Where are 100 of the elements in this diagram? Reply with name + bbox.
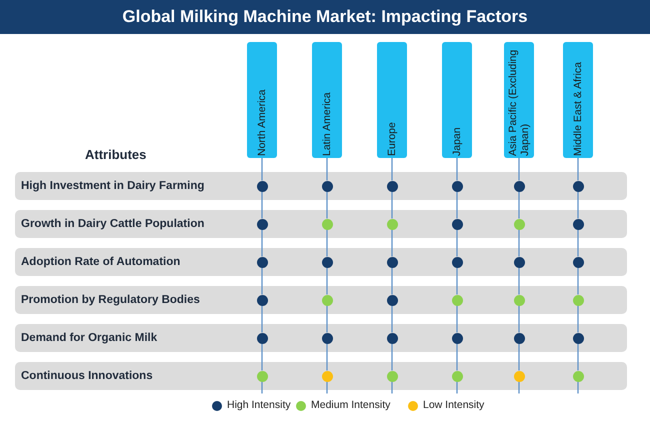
intensity-dot	[322, 180, 332, 192]
connector-line	[456, 268, 458, 294]
column-header: Europe	[377, 42, 407, 158]
intensity-dot	[322, 294, 332, 306]
intensity-dot	[452, 218, 462, 230]
intensity-dot	[452, 332, 462, 344]
connector-line	[391, 230, 393, 256]
row-label: Continuous Innovations	[21, 369, 153, 384]
connector-line	[326, 306, 328, 332]
connector-line	[326, 158, 328, 180]
column-heading: Attributes	[85, 147, 146, 162]
intensity-dot	[386, 180, 398, 192]
row-band	[15, 286, 627, 314]
connector-line	[391, 268, 393, 294]
column-header: North America	[247, 42, 277, 158]
connector-line	[456, 192, 458, 218]
connector-line	[326, 192, 328, 218]
intensity-dot	[514, 294, 524, 306]
intensity-dot	[572, 180, 584, 192]
intensity-dot	[514, 332, 524, 344]
legend-label: High Intensity	[227, 399, 291, 411]
intensity-dot	[386, 256, 398, 268]
intensity-dot	[256, 294, 268, 306]
intensity-dot	[514, 370, 524, 382]
intensity-dot	[572, 294, 584, 306]
row-band	[15, 324, 627, 352]
row-label: Growth in Dairy Cattle Population	[21, 217, 204, 232]
row-label: High Investment in Dairy Farming	[21, 179, 204, 194]
intensity-dot	[514, 256, 524, 268]
row-band	[15, 362, 627, 390]
connector-line	[391, 158, 393, 180]
connector-line	[391, 344, 393, 370]
intensity-dot	[386, 294, 398, 306]
connector-line	[456, 230, 458, 256]
connector-line	[518, 344, 520, 370]
column-header: Japan	[442, 42, 472, 158]
intensity-dot	[322, 332, 332, 344]
intensity-dot	[572, 370, 584, 382]
title-bar: Global Milking Machine Market: Impacting Factors	[0, 0, 650, 34]
intensity-dot	[386, 370, 398, 382]
column-header: Middle East & Africa	[563, 42, 593, 158]
connector-line	[456, 158, 458, 180]
row-band	[15, 172, 627, 200]
connector-line	[456, 382, 458, 394]
connector-line	[261, 158, 263, 180]
connector-line	[326, 382, 328, 394]
column-header: Asia Pacific (Excluding Japan)	[504, 42, 534, 158]
legend-label: Low Intensity	[423, 399, 484, 411]
connector-line	[577, 158, 579, 180]
intensity-dot	[452, 256, 462, 268]
connector-line	[326, 344, 328, 370]
connector-line	[577, 268, 579, 294]
intensity-dot	[256, 256, 268, 268]
column-header: Latin America	[312, 42, 342, 158]
connector-line	[261, 230, 263, 256]
intensity-dot	[256, 332, 268, 344]
intensity-dot	[386, 218, 398, 230]
intensity-dot	[322, 256, 332, 268]
intensity-dot	[452, 294, 462, 306]
connector-line	[326, 230, 328, 256]
intensity-dot	[256, 370, 268, 382]
connector-line	[518, 382, 520, 394]
intensity-dot	[572, 256, 584, 268]
connector-line	[577, 306, 579, 332]
intensity-dot	[256, 180, 268, 192]
connector-line	[391, 306, 393, 332]
connector-line	[577, 192, 579, 218]
intensity-dot	[322, 218, 332, 230]
connector-line	[518, 268, 520, 294]
connector-line	[518, 306, 520, 332]
intensity-dot	[452, 370, 462, 382]
connector-line	[326, 268, 328, 294]
intensity-dot	[514, 218, 524, 230]
connector-line	[577, 344, 579, 370]
connector-line	[518, 230, 520, 256]
intensity-dot	[322, 370, 332, 382]
row-band	[15, 248, 627, 276]
intensity-dot	[256, 218, 268, 230]
intensity-dot	[386, 332, 398, 344]
intensity-dot	[452, 180, 462, 192]
connector-line	[391, 382, 393, 394]
connector-line	[261, 382, 263, 394]
connector-line	[456, 344, 458, 370]
row-label: Demand for Organic Milk	[21, 331, 158, 346]
connector-line	[261, 268, 263, 294]
row-label: Adoption Rate of Automation	[21, 255, 180, 270]
row-band	[15, 210, 627, 238]
connector-line	[518, 192, 520, 218]
connector-line	[577, 230, 579, 256]
intensity-dot	[572, 332, 584, 344]
connector-line	[456, 306, 458, 332]
intensity-dot	[514, 180, 524, 192]
connector-line	[261, 344, 263, 370]
connector-line	[261, 306, 263, 332]
connector-line	[577, 382, 579, 394]
connector-line	[518, 158, 520, 180]
connector-line	[391, 192, 393, 218]
row-label: Promotion by Regulatory Bodies	[21, 293, 200, 308]
connector-line	[261, 192, 263, 218]
intensity-dot	[572, 218, 584, 230]
